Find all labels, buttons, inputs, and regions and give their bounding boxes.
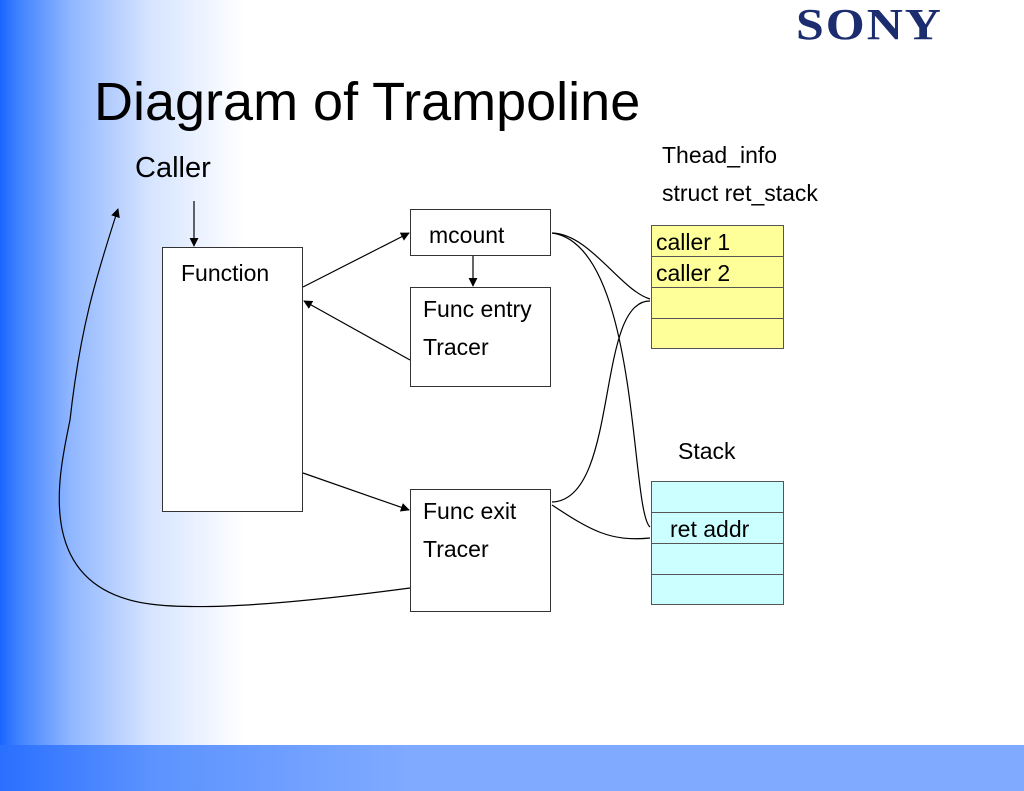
thread-info-label: Thead_info [662,142,778,168]
caller-label: Caller [135,152,211,184]
stack-cell [651,574,784,605]
ret-stack-cell-text: caller 1 [656,229,731,255]
mcount-to-ret-stack-wire [551,232,651,300]
mcount-to-stack-wire [551,232,651,528]
func-entry-line-1: Func entry [423,296,532,322]
mcount-box: mcount [410,209,551,256]
func-entry-line-2: Tracer [423,334,489,360]
stack-cell: ret addr [651,512,784,544]
exit-to-stack-wire [551,504,651,540]
ret-stack-label: struct ret_stack [662,180,818,206]
entry-to-function-arrow [303,300,411,361]
ret-stack-cell-text: caller 2 [656,260,731,286]
function-label: Function [181,260,270,286]
stack-cell [651,481,784,513]
stack-label: Stack [678,438,736,464]
function-to-mcount-arrow [302,232,410,288]
ret-stack-cell: caller 1 [651,225,784,257]
stack-cell [651,543,784,575]
exit-to-caller-return-arrow [58,208,411,608]
mcount-label: mcount [429,222,505,248]
slide-title: Diagram of Trampoline [94,72,641,132]
func-entry-tracer-box: Func entry Tracer [410,287,551,387]
stack-cell-text: ret addr [670,516,750,542]
func-exit-line-1: Func exit [423,498,517,524]
bottom-band [0,745,1024,791]
func-exit-tracer-box: Func exit Tracer [410,489,551,612]
exit-to-ret-stack-wire [551,300,651,503]
func-exit-line-2: Tracer [423,536,489,562]
function-box: Function [162,247,303,512]
sony-logo: SONY [796,0,943,49]
ret-stack-cell: caller 2 [651,256,784,288]
function-to-exit-arrow [302,472,410,512]
ret-stack-cell [651,318,784,349]
